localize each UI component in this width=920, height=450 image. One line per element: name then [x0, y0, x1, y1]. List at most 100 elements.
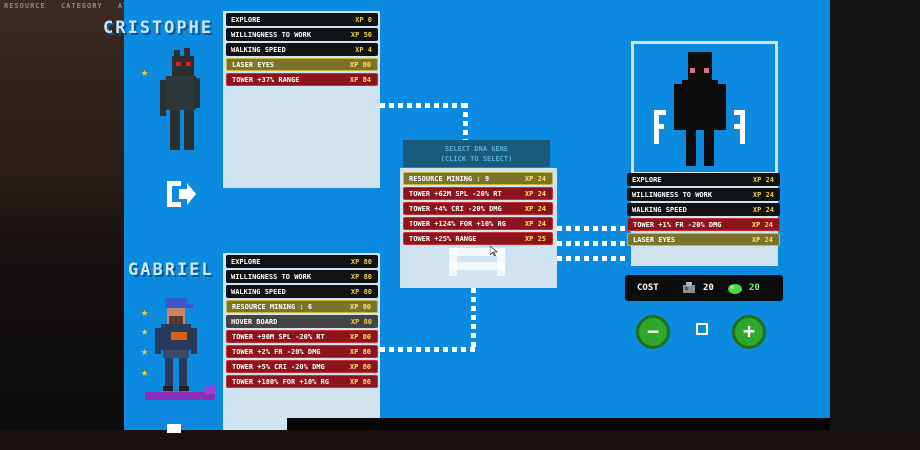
trait-xp: XP 24: [752, 190, 774, 199]
tab-at[interactable]: AT: [118, 2, 128, 10]
character-name: GABRIEL: [128, 260, 214, 280]
trait-xp: XP 24: [752, 205, 774, 214]
trait-label: EXPLORE: [632, 175, 662, 184]
trait-label: WALKING SPEED: [231, 45, 286, 54]
quantity-display: [696, 323, 708, 335]
trait-label: RESOURCE MINING : 6: [232, 302, 313, 311]
cost-bio-value: 20: [749, 283, 760, 293]
trait-xp: XP 80: [350, 317, 372, 326]
star-icon: ★: [141, 324, 149, 338]
trait-row[interactable]: TOWER +1% FR -20% DMG XP 24: [627, 218, 780, 231]
cost-label: COST: [637, 283, 659, 293]
cost-metal-value: 20: [703, 283, 714, 293]
trait-row[interactable]: WALKING SPEED XP 24: [627, 203, 780, 216]
trait-xp: XP 24: [524, 204, 546, 213]
trait-row[interactable]: TOWER +37% RANGE XP 84: [226, 73, 378, 86]
connector-line: [463, 103, 468, 141]
trait-label: WILLINGNESS TO WORK: [231, 30, 312, 39]
trait-row[interactable]: TOWER +90M SPL -20% RT XP 80: [226, 330, 378, 343]
trait-label: TOWER +4% CRI -20% DMG: [409, 204, 502, 213]
trait-xp: XP 80: [349, 377, 371, 386]
exit-icon[interactable]: [164, 178, 198, 210]
gene-selector-title: SELECT DNA GENE: [444, 145, 509, 153]
trait-xp: XP 84: [349, 75, 371, 84]
gene-selector-header: SELECT DNA GENE (CLICK TO SELECT): [403, 140, 550, 167]
character-name: CRISTOPHE: [103, 18, 214, 38]
connector-line: [471, 288, 476, 350]
trait-xp: XP 80: [350, 272, 372, 281]
star-icon: ★: [141, 365, 149, 379]
trait-row[interactable]: TOWER +25% RANGE XP 25: [403, 232, 553, 245]
offspring-silhouette: [654, 52, 745, 166]
tab-category[interactable]: CATEGORY: [60, 2, 103, 10]
increase-button[interactable]: +: [732, 315, 766, 349]
trait-xp: XP 80: [350, 287, 372, 296]
trait-row[interactable]: LASER EYES XP 80: [226, 58, 378, 71]
left-background: [0, 0, 124, 430]
trait-xp: XP 80: [349, 302, 371, 311]
connector-line: [557, 241, 627, 246]
trait-list: EXPLORE XP 0 WILLINGNESS TO WORK XP 50 WALKI…: [226, 13, 378, 88]
trait-label: TOWER +5% CRI -20% DMG: [232, 362, 325, 371]
trait-label: LASER EYES: [232, 60, 275, 69]
trait-row[interactable]: HOVER BOARD XP 80: [226, 315, 378, 328]
trait-row[interactable]: WILLINGNESS TO WORK XP 50: [226, 28, 378, 41]
trait-label: RESOURCE MINING : 9: [409, 174, 490, 183]
trait-xp: XP 80: [349, 332, 371, 341]
trait-xp: XP 50: [350, 30, 372, 39]
decrease-button[interactable]: −: [636, 315, 670, 349]
trait-xp: XP 80: [349, 60, 371, 69]
trait-xp: XP 0: [355, 15, 372, 24]
trait-xp: XP 24: [751, 220, 773, 229]
trait-label: TOWER +180% FOR +10% RG: [232, 377, 329, 386]
trait-xp: XP 25: [524, 234, 546, 243]
character-sprite: [160, 48, 200, 150]
trait-row[interactable]: RESOURCE MINING : 9 XP 24: [403, 172, 553, 185]
trait-label: TOWER +25% RANGE: [409, 234, 477, 243]
mouse-cursor-icon: [490, 246, 498, 256]
trait-row[interactable]: TOWER +4% CRI -20% DMG XP 24: [403, 202, 553, 215]
star-icon: ★: [141, 344, 149, 358]
trait-row[interactable]: WILLINGNESS TO WORK XP 24: [627, 188, 780, 201]
trait-xp: XP 24: [524, 174, 546, 183]
trait-label: TOWER +124% FOR +10% RG: [409, 219, 506, 228]
trait-label: TOWER +1% FR -20% DMG: [633, 220, 722, 229]
trait-row[interactable]: EXPLORE XP 0: [226, 13, 378, 26]
trait-label: HOVER BOARD: [231, 317, 278, 326]
trait-xp: XP 24: [524, 189, 546, 198]
trait-row[interactable]: TOWER +180% FOR +10% RG XP 80: [226, 375, 378, 388]
trait-label: WILLINGNESS TO WORK: [632, 190, 713, 199]
trait-label: WALKING SPEED: [632, 205, 687, 214]
trait-label: TOWER +90M SPL -20% RT: [232, 332, 325, 341]
exit-icon[interactable]: [164, 418, 198, 450]
trait-label: EXPLORE: [231, 15, 261, 24]
trait-label: TOWER +37% RANGE: [232, 75, 300, 84]
star-icon: ★: [141, 305, 149, 319]
right-background: [830, 0, 920, 430]
star-icon: ★: [141, 65, 149, 79]
trait-row[interactable]: RESOURCE MINING : 6 XP 80: [226, 300, 378, 313]
top-tabs: RESOURCE CATEGORY AT: [4, 2, 138, 10]
character-sprite: [145, 298, 215, 400]
connector-line: [380, 103, 470, 108]
dna-placeholder-icon: [449, 248, 505, 276]
bottom-bar: [287, 418, 830, 430]
trait-label: TOWER +2% FR -20% DMG: [232, 347, 321, 356]
tab-resource[interactable]: RESOURCE: [4, 2, 46, 10]
trait-xp: XP 24: [751, 235, 773, 244]
connector-line: [557, 226, 627, 231]
metal-resource-icon: [683, 282, 695, 293]
